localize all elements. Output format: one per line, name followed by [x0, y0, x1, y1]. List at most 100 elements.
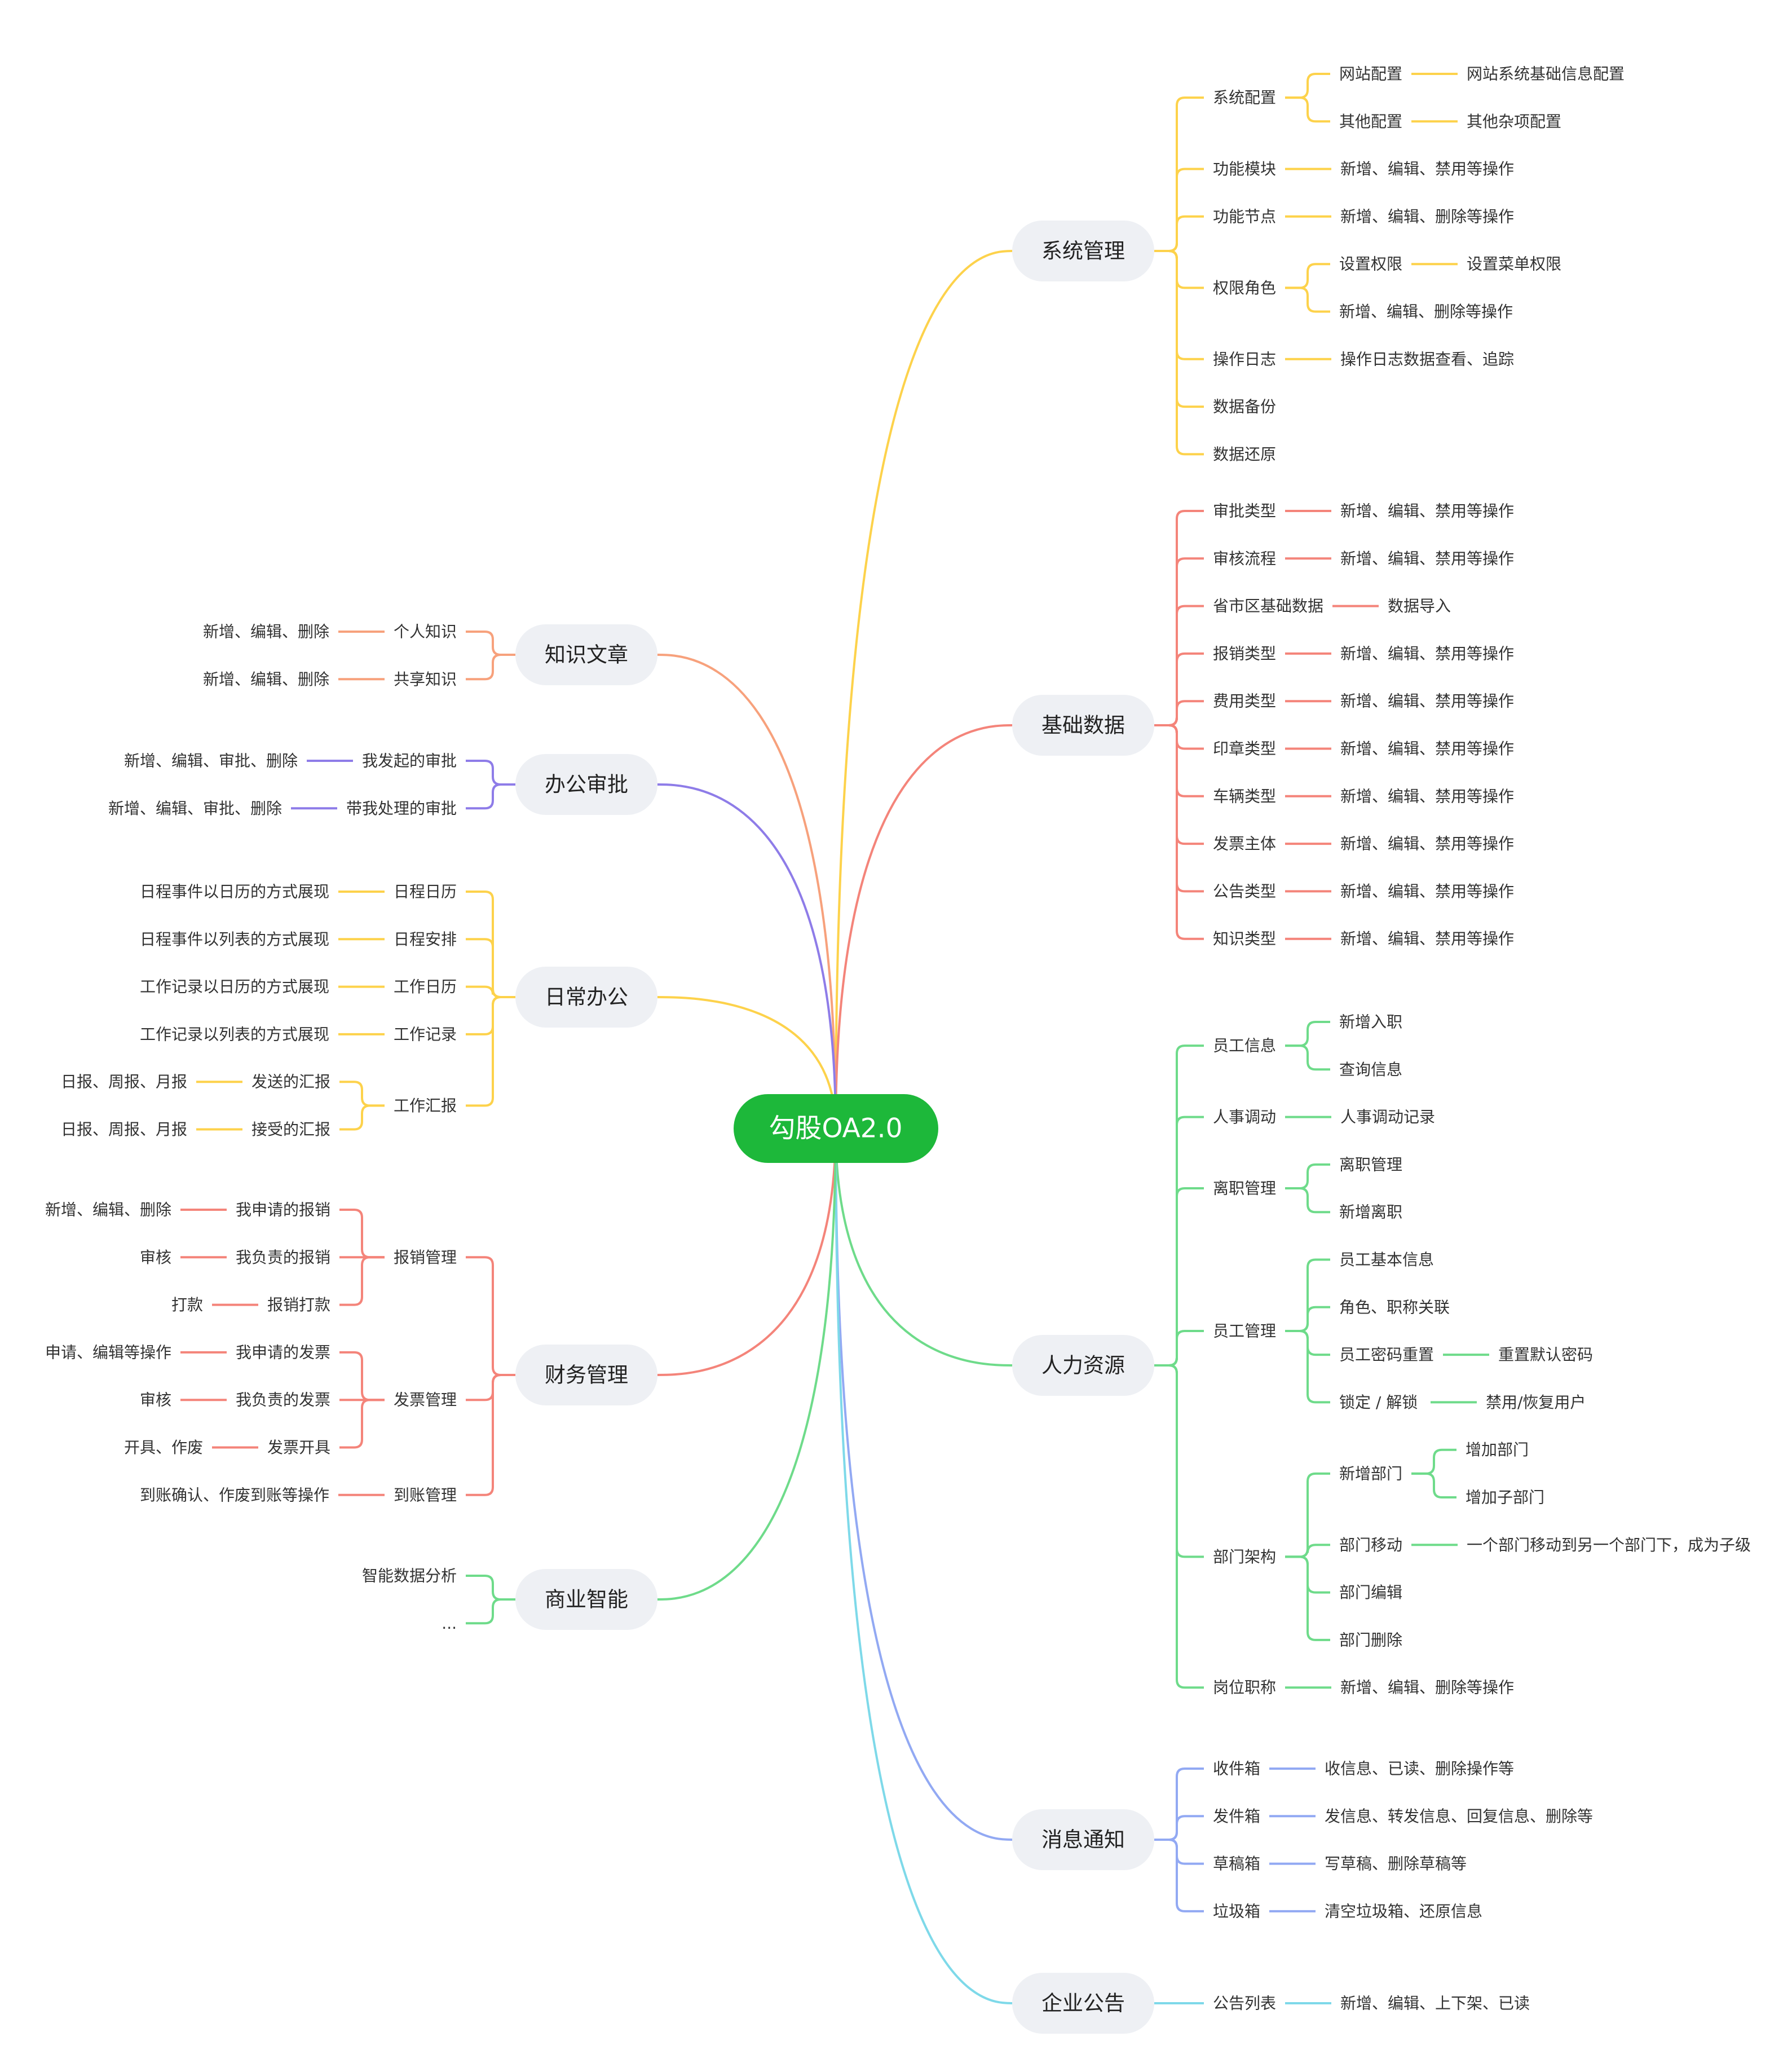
node-我负责的发票[interactable]: 我负责的发票 [236, 1391, 330, 1409]
node-智能数据分析[interactable]: 智能数据分析 [362, 1567, 457, 1585]
node-新增-编辑-上下架-已读[interactable]: 新增、编辑、上下架、已读 [1340, 1994, 1530, 2013]
node-网站系统基础信息配置[interactable]: 网站系统基础信息配置 [1467, 65, 1625, 83]
node-新增离职[interactable]: 新增离职 [1339, 1203, 1402, 1222]
node-员工基本信息[interactable]: 员工基本信息 [1339, 1250, 1434, 1269]
node-新增-编辑-禁用等操作[interactable]: 新增、编辑、禁用等操作 [1340, 502, 1514, 521]
node-省市区基础数据[interactable]: 省市区基础数据 [1213, 597, 1323, 615]
branch-消息通知[interactable]: 消息通知 [1012, 1809, 1154, 1870]
node-离职管理[interactable]: 离职管理 [1339, 1155, 1402, 1174]
node-日报-周报-月报[interactable]: 日报、周报、月报 [61, 1073, 187, 1091]
node-其他杂项配置[interactable]: 其他杂项配置 [1467, 112, 1561, 131]
node-离职管理[interactable]: 离职管理 [1213, 1179, 1276, 1198]
node-增加子部门[interactable]: 增加子部门 [1466, 1488, 1544, 1507]
node-数据还原[interactable]: 数据还原 [1213, 445, 1276, 464]
branch-商业智能[interactable]: 商业智能 [515, 1569, 657, 1630]
node-发票管理[interactable]: 发票管理 [394, 1391, 457, 1409]
node-费用类型[interactable]: 费用类型 [1213, 692, 1276, 711]
node-新增-编辑-删除[interactable]: 新增、编辑、删除 [45, 1201, 171, 1219]
node-工作日历[interactable]: 工作日历 [394, 977, 457, 996]
node-发送的汇报[interactable]: 发送的汇报 [251, 1073, 330, 1091]
node-新增-编辑-禁用等操作[interactable]: 新增、编辑、禁用等操作 [1340, 160, 1514, 178]
node-操作日志[interactable]: 操作日志 [1213, 350, 1276, 368]
node-新增-编辑-删除等操作[interactable]: 新增、编辑、删除等操作 [1340, 207, 1514, 226]
node-新增入职[interactable]: 新增入职 [1339, 1013, 1402, 1032]
node-item[interactable]: ... [442, 1614, 457, 1633]
node-印章类型[interactable]: 印章类型 [1213, 739, 1276, 758]
node-写草稿-删除草稿等[interactable]: 写草稿、删除草稿等 [1325, 1854, 1467, 1873]
node-我负责的报销[interactable]: 我负责的报销 [236, 1248, 330, 1267]
branch-企业公告[interactable]: 企业公告 [1012, 1973, 1154, 2034]
node-新增-编辑-禁用等操作[interactable]: 新增、编辑、禁用等操作 [1340, 549, 1514, 568]
node-权限角色[interactable]: 权限角色 [1213, 279, 1276, 297]
node-新增-编辑-禁用等操作[interactable]: 新增、编辑、禁用等操作 [1340, 787, 1514, 805]
node-新增-编辑-禁用等操作[interactable]: 新增、编辑、禁用等操作 [1340, 692, 1514, 711]
node-日程事件以日历的方式展现[interactable]: 日程事件以日历的方式展现 [140, 883, 329, 901]
node-部门移动[interactable]: 部门移动 [1339, 1536, 1402, 1554]
node-我申请的发票[interactable]: 我申请的发票 [236, 1343, 330, 1361]
node-接受的汇报[interactable]: 接受的汇报 [251, 1120, 330, 1139]
node-新增-编辑-禁用等操作[interactable]: 新增、编辑、禁用等操作 [1340, 882, 1514, 901]
node-查询信息[interactable]: 查询信息 [1339, 1060, 1402, 1079]
branch-基础数据[interactable]: 基础数据 [1012, 695, 1154, 756]
node-新增-编辑-删除[interactable]: 新增、编辑、删除 [203, 623, 329, 641]
node-到账管理[interactable]: 到账管理 [394, 1486, 457, 1504]
node-锁定-解锁[interactable]: 锁定 / 解锁 [1339, 1393, 1418, 1412]
node-日程日历[interactable]: 日程日历 [394, 883, 457, 901]
node-功能模块[interactable]: 功能模块 [1213, 160, 1276, 178]
node-部门编辑[interactable]: 部门编辑 [1339, 1583, 1402, 1602]
node-收信息-已读-删除操作等[interactable]: 收信息、已读、删除操作等 [1325, 1760, 1514, 1778]
node-我发起的审批[interactable]: 我发起的审批 [362, 752, 457, 770]
node-新增-编辑-审批-删除[interactable]: 新增、编辑、审批、删除 [108, 799, 282, 818]
node-审批类型[interactable]: 审批类型 [1213, 502, 1276, 521]
branch-办公审批[interactable]: 办公审批 [515, 754, 657, 815]
node-重置默认密码[interactable]: 重置默认密码 [1498, 1346, 1593, 1364]
node-清空垃圾箱-还原信息[interactable]: 清空垃圾箱、还原信息 [1325, 1902, 1482, 1920]
node-新增-编辑-禁用等操作[interactable]: 新增、编辑、禁用等操作 [1340, 739, 1514, 758]
root-node[interactable]: 勾股OA2.0 [734, 1094, 938, 1163]
node-车辆类型[interactable]: 车辆类型 [1213, 787, 1276, 805]
node-工作汇报[interactable]: 工作汇报 [394, 1096, 457, 1115]
node-申请-编辑等操作[interactable]: 申请、编辑等操作 [45, 1343, 171, 1361]
node-员工密码重置[interactable]: 员工密码重置 [1339, 1346, 1434, 1364]
node-部门删除[interactable]: 部门删除 [1339, 1630, 1402, 1649]
node-设置菜单权限[interactable]: 设置菜单权限 [1467, 255, 1561, 274]
node-数据导入[interactable]: 数据导入 [1388, 597, 1451, 615]
node-设置权限[interactable]: 设置权限 [1339, 255, 1402, 274]
node-新增-编辑-禁用等操作[interactable]: 新增、编辑、禁用等操作 [1340, 835, 1514, 853]
node-带我处理的审批[interactable]: 带我处理的审批 [346, 799, 457, 818]
node-日程安排[interactable]: 日程安排 [394, 930, 457, 949]
node-新增-编辑-禁用等操作[interactable]: 新增、编辑、禁用等操作 [1340, 644, 1514, 663]
node-发信息-转发信息-回复信息-删除等[interactable]: 发信息、转发信息、回复信息、删除等 [1325, 1807, 1593, 1826]
node-角色-职称关联[interactable]: 角色、职称关联 [1339, 1298, 1450, 1316]
node-功能节点[interactable]: 功能节点 [1213, 207, 1276, 226]
node-垃圾箱[interactable]: 垃圾箱 [1213, 1902, 1260, 1920]
node-新增-编辑-禁用等操作[interactable]: 新增、编辑、禁用等操作 [1340, 929, 1514, 948]
node-新增部门[interactable]: 新增部门 [1339, 1464, 1402, 1483]
node-报销管理[interactable]: 报销管理 [394, 1248, 457, 1267]
node-个人知识[interactable]: 个人知识 [394, 623, 457, 641]
branch-知识文章[interactable]: 知识文章 [515, 624, 657, 685]
node-打款[interactable]: 打款 [171, 1295, 203, 1314]
node-岗位职称[interactable]: 岗位职称 [1213, 1678, 1276, 1697]
node-工作记录以日历的方式展现[interactable]: 工作记录以日历的方式展现 [140, 977, 329, 996]
node-审核流程[interactable]: 审核流程 [1213, 549, 1276, 568]
node-审核[interactable]: 审核 [140, 1391, 171, 1409]
node-日程事件以列表的方式展现[interactable]: 日程事件以列表的方式展现 [140, 930, 329, 949]
node-新增-编辑-审批-删除[interactable]: 新增、编辑、审批、删除 [124, 752, 298, 770]
node-增加部门[interactable]: 增加部门 [1466, 1440, 1529, 1459]
node-公告列表[interactable]: 公告列表 [1213, 1994, 1276, 2013]
node-报销类型[interactable]: 报销类型 [1213, 644, 1276, 663]
node-共享知识[interactable]: 共享知识 [394, 670, 457, 689]
branch-日常办公[interactable]: 日常办公 [515, 967, 657, 1028]
node-新增-编辑-删除等操作[interactable]: 新增、编辑、删除等操作 [1340, 1678, 1514, 1697]
node-发件箱[interactable]: 发件箱 [1213, 1807, 1260, 1826]
node-发票主体[interactable]: 发票主体 [1213, 835, 1276, 853]
branch-财务管理[interactable]: 财务管理 [515, 1345, 657, 1405]
node-报销打款[interactable]: 报销打款 [267, 1295, 330, 1314]
node-其他配置[interactable]: 其他配置 [1339, 112, 1402, 131]
node-员工管理[interactable]: 员工管理 [1213, 1321, 1276, 1340]
node-审核[interactable]: 审核 [140, 1248, 171, 1267]
node-草稿箱[interactable]: 草稿箱 [1213, 1854, 1260, 1873]
branch-系统管理[interactable]: 系统管理 [1012, 221, 1154, 281]
node-禁用-恢复用户[interactable]: 禁用/恢复用户 [1486, 1393, 1586, 1412]
